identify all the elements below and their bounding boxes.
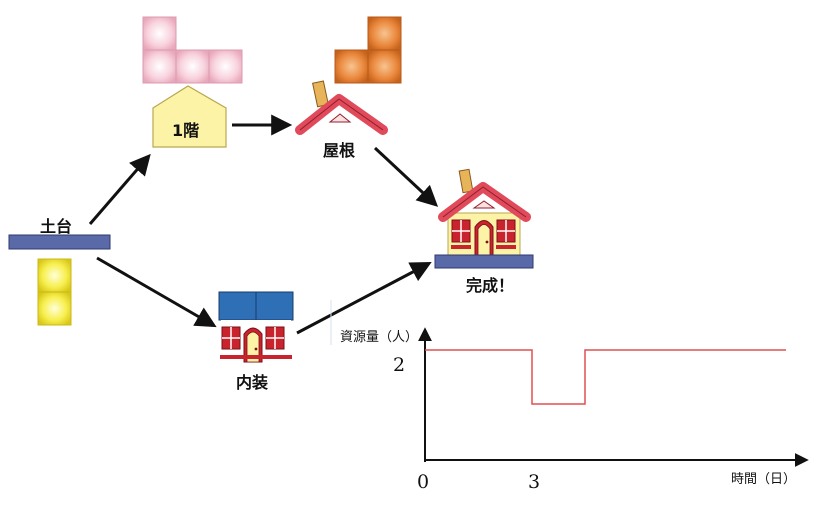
complete-label: 完成！: [466, 276, 514, 295]
y-axis-label: 資源量（人）: [340, 330, 418, 345]
x-axis-label: 時間（日）: [731, 472, 796, 487]
foundation-slab: [8, 234, 111, 250]
roof-icon: [295, 80, 388, 135]
flow-arrows: [88, 114, 439, 335]
first-floor-house: 1階: [152, 85, 227, 148]
first-floor-label: 1階: [172, 121, 199, 140]
arrow-roof-to-complete: [373, 146, 439, 207]
x-tick-3: 3: [528, 471, 540, 493]
first-floor-blocks: [142, 16, 243, 84]
resource-chart: 資源量（人） 時間（日） 2 0 3: [340, 327, 809, 493]
resource-line: [425, 349, 786, 405]
interior-house-icon: [218, 291, 294, 363]
foundation-blocks: [37, 258, 72, 326]
x-tick-0: 0: [417, 471, 429, 493]
y-tick-2: 2: [393, 354, 405, 376]
roof-label: 屋根: [323, 141, 355, 160]
arrow-foundation-to-interior: [96, 256, 217, 328]
roof-blocks: [334, 16, 402, 84]
arrow-foundation-to-first-floor: [88, 153, 151, 225]
complete-house-icon: [434, 168, 534, 269]
interior-label: 内装: [236, 373, 268, 392]
foundation-label: 土台: [40, 217, 72, 236]
arrow-interior-to-complete: [296, 262, 432, 335]
